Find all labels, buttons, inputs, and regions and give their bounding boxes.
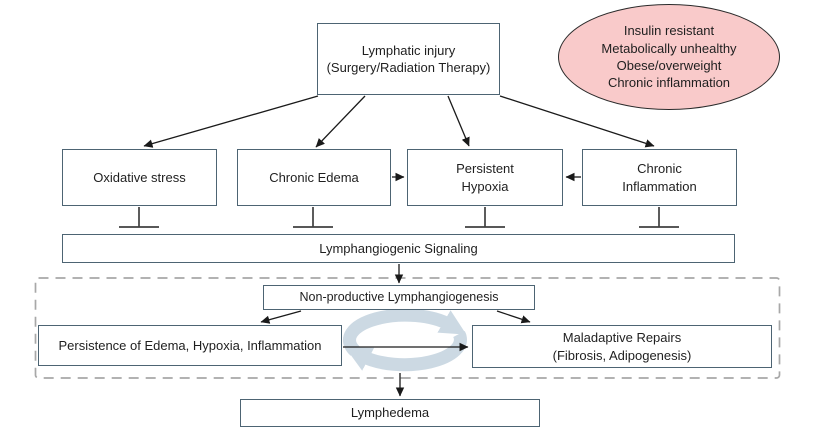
node-label: Lymphatic injury — [361, 42, 456, 58]
inhibitor-hypoxia-to-signaling — [465, 207, 505, 228]
node-label: Non-productive Lymphangiogenesis — [299, 290, 499, 305]
node-label: Hypoxia — [461, 178, 509, 194]
node-label: Persistent — [456, 161, 514, 177]
inhibitor-oxidative-to-signaling — [119, 207, 159, 228]
arrow-nonproductive-to-maladaptive — [496, 310, 531, 324]
node-persistent-hypoxia: Persistent Hypoxia — [407, 149, 563, 206]
node-non-productive-lymphangiogenesis: Non-productive Lymphangiogenesis — [263, 285, 535, 310]
node-label: Oxidative stress — [93, 169, 186, 185]
arrow-injury-to-edema — [315, 95, 366, 148]
risk-factors-ellipse: Insulin resistant Metabolically unhealth… — [558, 4, 780, 110]
node-label: Chronic Edema — [269, 169, 359, 185]
node-label: Maladaptive Repairs — [562, 330, 682, 346]
node-label: Persistence of Edema, Hypoxia, Inflammat… — [58, 337, 322, 353]
node-chronic-inflammation: Chronic Inflammation — [582, 149, 737, 206]
node-lymphedema: Lymphedema — [240, 399, 540, 427]
node-label: Inflammation — [622, 178, 697, 194]
cycle-arrow-bottom — [345, 330, 467, 372]
node-lymphangiogenic-signaling: Lymphangiogenic Signaling — [62, 234, 735, 263]
arrow-injury-to-oxidative — [143, 95, 319, 148]
arrow-nonproductive-to-persistence — [260, 310, 302, 324]
node-label: Lymphangiogenic Signaling — [319, 240, 478, 256]
risk-line: Insulin resistant — [623, 23, 715, 39]
inhibitor-inflammation-to-signaling — [639, 207, 679, 228]
inhibitor-edema-to-signaling — [293, 207, 333, 228]
node-label: Lymphedema — [350, 405, 430, 421]
risk-line: Chronic inflammation — [607, 75, 731, 91]
node-chronic-edema: Chronic Edema — [237, 149, 391, 206]
risk-line: Metabolically unhealthy — [601, 40, 737, 56]
risk-line: Obese/overweight — [616, 58, 722, 73]
node-label: (Surgery/Radiation Therapy) — [326, 60, 491, 75]
node-persistence-edema-hypoxia-inflammation: Persistence of Edema, Hypoxia, Inflammat… — [38, 325, 342, 366]
arrow-injury-to-hypoxia — [447, 95, 470, 147]
node-oxidative-stress: Oxidative stress — [62, 149, 217, 206]
node-label: (Fibrosis, Adipogenesis) — [552, 347, 692, 363]
cycle-arrow-top — [342, 308, 467, 356]
node-lymphatic-injury: Lymphatic injury (Surgery/Radiation Ther… — [317, 23, 500, 95]
node-label: Chronic — [637, 161, 682, 177]
node-maladaptive-repairs: Maladaptive Repairs (Fibrosis, Adipogene… — [472, 325, 772, 368]
